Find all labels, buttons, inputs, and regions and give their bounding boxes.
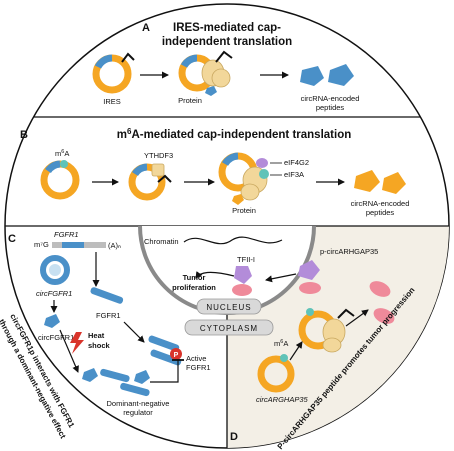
circfgfr1p-icon (44, 314, 60, 328)
chromatin-label: Chromatin (144, 237, 179, 246)
fgfr1-receptor-icon (90, 287, 124, 304)
cap-label: m⁷G (34, 240, 49, 249)
eif4g2-label: eIF4G2 (284, 158, 309, 167)
tf-label: TFII-I (237, 255, 255, 264)
circfgfr1-circrna-icon (40, 255, 70, 285)
tumor-label-line1: Tumor (183, 273, 206, 282)
panel-b-title: m6A-mediated cap-independent translation (117, 127, 352, 141)
peptide-icon (354, 170, 406, 194)
dn-label-line2: regulator (123, 408, 153, 417)
ires-circrna-icon (92, 52, 135, 94)
eif3a-label: eIF3A (284, 170, 304, 179)
nucleus-badge (196, 298, 262, 315)
panel-a-title-line1: IRES-mediated cap- (173, 22, 281, 34)
m6a-label-b: m6A (55, 149, 69, 158)
panel-c-letter: C (8, 233, 16, 245)
nucleus-label: NUCLEUS (206, 303, 251, 312)
heat-label-line2: shock (88, 341, 111, 350)
arrow-icon (195, 271, 235, 279)
ythdf3-label: YTHDF3 (144, 151, 173, 160)
circfgfr1-label: circFGFR1 (36, 289, 72, 298)
m6a-circrna-icon (40, 160, 80, 200)
svg-text:P: P (174, 352, 179, 359)
inhibition-line (150, 360, 179, 383)
tumor-label-line2: proliferation (172, 283, 216, 292)
active-label-line2: FGFR1 (186, 363, 211, 372)
tf-complex-icon (232, 266, 252, 296)
product-label-a-line2: peptides (316, 103, 345, 112)
panel-b-letter: B (20, 129, 28, 141)
chromatin-icon (183, 236, 283, 245)
arrow-icon (345, 309, 369, 327)
pcirc-peptide-icon (298, 260, 321, 294)
circarhgap35-label: circARGHAP35 (256, 395, 309, 404)
heat-label-line1: Heat (88, 331, 105, 340)
ribosome-complex-icon (218, 152, 269, 205)
pink-peptide-icon (369, 281, 391, 297)
polya-label: (A)ₙ (108, 241, 121, 250)
pink-peptide-icon (373, 308, 395, 324)
m6a-label-d: m6A (274, 339, 288, 348)
phospho-icon: P (170, 348, 182, 360)
panel-d-letter: D (230, 431, 238, 443)
gene-label: FGFR1 (54, 230, 79, 239)
arrow-icon (289, 341, 303, 361)
fgfr1-label: FGFR1 (96, 311, 121, 320)
circfgfr1p-label: circFGFR1p (38, 333, 78, 342)
arrow-icon (123, 321, 145, 343)
peptide-icon (300, 64, 354, 86)
panel-a-title-line2: independent translation (162, 36, 292, 48)
cytoplasm-badge (184, 319, 274, 336)
ribosome-icon (178, 50, 233, 96)
dominant-negative-complex-icon (82, 368, 150, 397)
pcirc-label: p-circARHGAP35 (320, 247, 378, 256)
active-label-line1: Active (186, 354, 206, 363)
protein-label-a: Protein (178, 96, 202, 105)
cytoplasm-label: CYTOPLASM (200, 324, 258, 333)
mrna-icon (52, 242, 106, 248)
active-fgfr1-icon (148, 335, 182, 366)
protein-label-b: Protein (232, 206, 256, 215)
arrow-icon (59, 329, 79, 373)
product-label-b-line2: peptides (366, 208, 395, 217)
lightning-icon (70, 332, 84, 354)
translating-circarhgap35-icon (298, 308, 355, 353)
ythdf3-circrna-icon (128, 163, 172, 201)
panel-a-letter: A (142, 22, 150, 34)
dn-label-line1: Dominant-negative (107, 399, 170, 408)
arrow-icon (265, 273, 297, 283)
circarhgap35-icon (257, 354, 295, 393)
ires-label: IRES (103, 97, 121, 106)
product-label-a-line1: circRNA-encoded (301, 94, 360, 103)
product-label-b-line1: circRNA-encoded (351, 199, 410, 208)
